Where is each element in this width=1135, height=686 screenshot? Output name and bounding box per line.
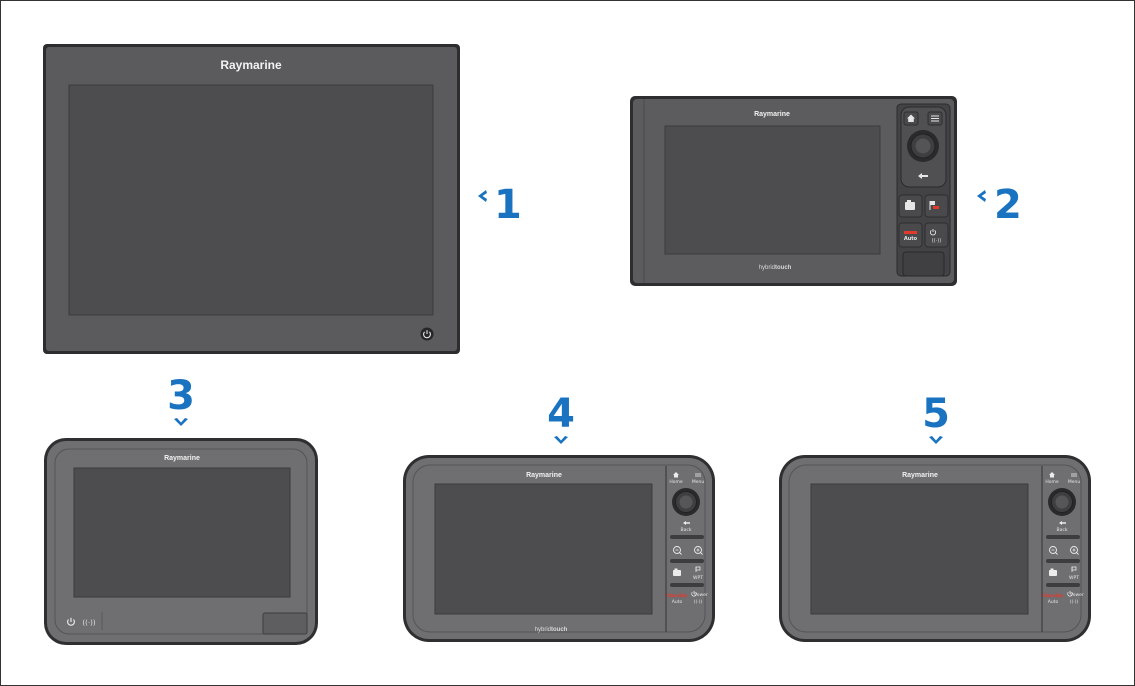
callout-5-label: 5 bbox=[922, 391, 950, 437]
device-5-divider-bar bbox=[1046, 583, 1080, 587]
device-5-standby-label: Standby bbox=[1042, 593, 1063, 599]
power-icon bbox=[691, 591, 697, 597]
device-4-home-label: Home bbox=[669, 479, 683, 485]
device-2-card-door[interactable] bbox=[902, 251, 945, 277]
power-icon bbox=[1067, 591, 1073, 597]
device-4-auto-label: Auto bbox=[672, 599, 683, 605]
callout-5: 5 bbox=[922, 391, 950, 444]
device-3-touch-display: Raymarine ((·)) bbox=[44, 438, 318, 645]
zoom-out-icon bbox=[1049, 546, 1058, 555]
device-1-glass-display: Raymarine bbox=[43, 44, 460, 354]
device-4-divider-bar bbox=[670, 559, 704, 563]
device-3-brand-logo: Raymarine bbox=[164, 455, 200, 462]
device-2-standby-indicator bbox=[904, 231, 917, 234]
home-icon bbox=[907, 114, 915, 122]
camera-icon bbox=[905, 200, 915, 210]
home-icon bbox=[673, 472, 679, 478]
device-2-brand-logo: Raymarine bbox=[754, 111, 790, 118]
callout-3-label: 3 bbox=[167, 373, 195, 419]
device-5-wpt-label: WPT bbox=[1069, 575, 1079, 581]
back-icon bbox=[1059, 521, 1066, 525]
device-4-backlight-symbol: ((·)) bbox=[694, 599, 703, 605]
camera-icon bbox=[1049, 568, 1057, 576]
device-4-hybridtouch-logo: hybridtouch bbox=[535, 627, 568, 633]
device-3-screen bbox=[73, 467, 291, 598]
callout-1-arrow bbox=[478, 190, 487, 202]
device-5-screen bbox=[810, 483, 1029, 615]
back-icon bbox=[683, 521, 690, 525]
back-icon bbox=[918, 173, 928, 179]
zoom-in-icon bbox=[1070, 546, 1079, 555]
device-2-hybridtouch-logo: hybridtouch bbox=[759, 265, 792, 271]
device-5-menu-label: Menu bbox=[1068, 479, 1081, 485]
device-5-keypad: Home Menu Back WPT Standby Auto Power ((… bbox=[1042, 472, 1084, 605]
waypoint-flag-icon bbox=[1071, 566, 1077, 572]
device-4-ok-button[interactable] bbox=[679, 495, 693, 509]
device-4-back-label: Back bbox=[681, 527, 692, 533]
waypoint-flag-icon bbox=[929, 201, 939, 210]
zoom-out-icon bbox=[673, 546, 682, 555]
zoom-in-icon bbox=[694, 546, 703, 555]
callout-4-label: 4 bbox=[547, 391, 575, 437]
device-4-standby-label: Standby bbox=[666, 593, 687, 599]
device-4-divider-bar bbox=[670, 583, 704, 587]
device-3-card-door[interactable] bbox=[262, 612, 308, 635]
waypoint-flag-icon bbox=[695, 566, 701, 572]
device-4-screen bbox=[434, 483, 653, 615]
device-4-hybridtouch-display: Raymarine hybridtouch Home Menu Back WPT… bbox=[403, 455, 715, 642]
device-5-auto-label: Auto bbox=[1048, 599, 1059, 605]
device-5-brand-logo: Raymarine bbox=[902, 472, 938, 479]
callout-4: 4 bbox=[547, 391, 575, 444]
power-icon bbox=[423, 330, 431, 339]
menu-icon bbox=[931, 115, 939, 122]
callout-1-label: 1 bbox=[494, 182, 522, 228]
camera-icon bbox=[673, 568, 681, 576]
device-2-hybridtouch-display: Raymarine hybridtouch Auto ((·)) bbox=[630, 96, 957, 286]
device-2-backlight-symbol: ((·)) bbox=[932, 238, 941, 244]
device-2-screen bbox=[664, 125, 881, 255]
callout-4-arrow bbox=[554, 436, 568, 444]
device-4-wpt-label: WPT bbox=[693, 575, 703, 581]
callout-1: 1 bbox=[478, 182, 522, 228]
device-4-divider-bar bbox=[670, 535, 704, 539]
menu-icon bbox=[695, 473, 701, 477]
device-4-menu-label: Menu bbox=[692, 479, 705, 485]
device-1-brand-logo: Raymarine bbox=[220, 58, 282, 72]
device-5-display: Raymarine Home Menu Back WPT Standby Aut… bbox=[779, 455, 1091, 642]
device-5-home-label: Home bbox=[1045, 479, 1059, 485]
callout-2-label: 2 bbox=[994, 182, 1022, 228]
menu-icon bbox=[1071, 473, 1077, 477]
callout-3: 3 bbox=[167, 373, 195, 426]
device-4-power-label: Power bbox=[694, 592, 708, 598]
device-5-divider-bar bbox=[1046, 535, 1080, 539]
device-5-power-label: Power bbox=[1070, 592, 1084, 598]
device-4-keypad: Home Menu Back WPT Standby Auto Power ((… bbox=[666, 472, 708, 605]
home-icon bbox=[1049, 472, 1055, 478]
callout-3-arrow bbox=[174, 418, 188, 426]
callout-2: 2 bbox=[977, 182, 1022, 228]
device-2-auto-label: Auto bbox=[904, 236, 918, 242]
device-2-power-button[interactable] bbox=[924, 222, 949, 248]
device-2-standby-button[interactable] bbox=[898, 222, 923, 248]
device-2-ok-button[interactable] bbox=[915, 138, 931, 154]
device-4-brand-logo: Raymarine bbox=[526, 472, 562, 479]
power-icon bbox=[67, 617, 75, 626]
device-5-ok-button[interactable] bbox=[1055, 495, 1069, 509]
power-icon bbox=[929, 229, 937, 236]
callout-2-arrow bbox=[977, 190, 986, 202]
device-5-back-label: Back bbox=[1057, 527, 1068, 533]
device-1-screen bbox=[68, 84, 434, 316]
callout-5-arrow bbox=[929, 436, 943, 444]
device-5-backlight-symbol: ((·)) bbox=[1070, 599, 1079, 605]
device-5-divider-bar bbox=[1046, 559, 1080, 563]
device-3-backlight-symbol: ((·)) bbox=[82, 619, 95, 627]
